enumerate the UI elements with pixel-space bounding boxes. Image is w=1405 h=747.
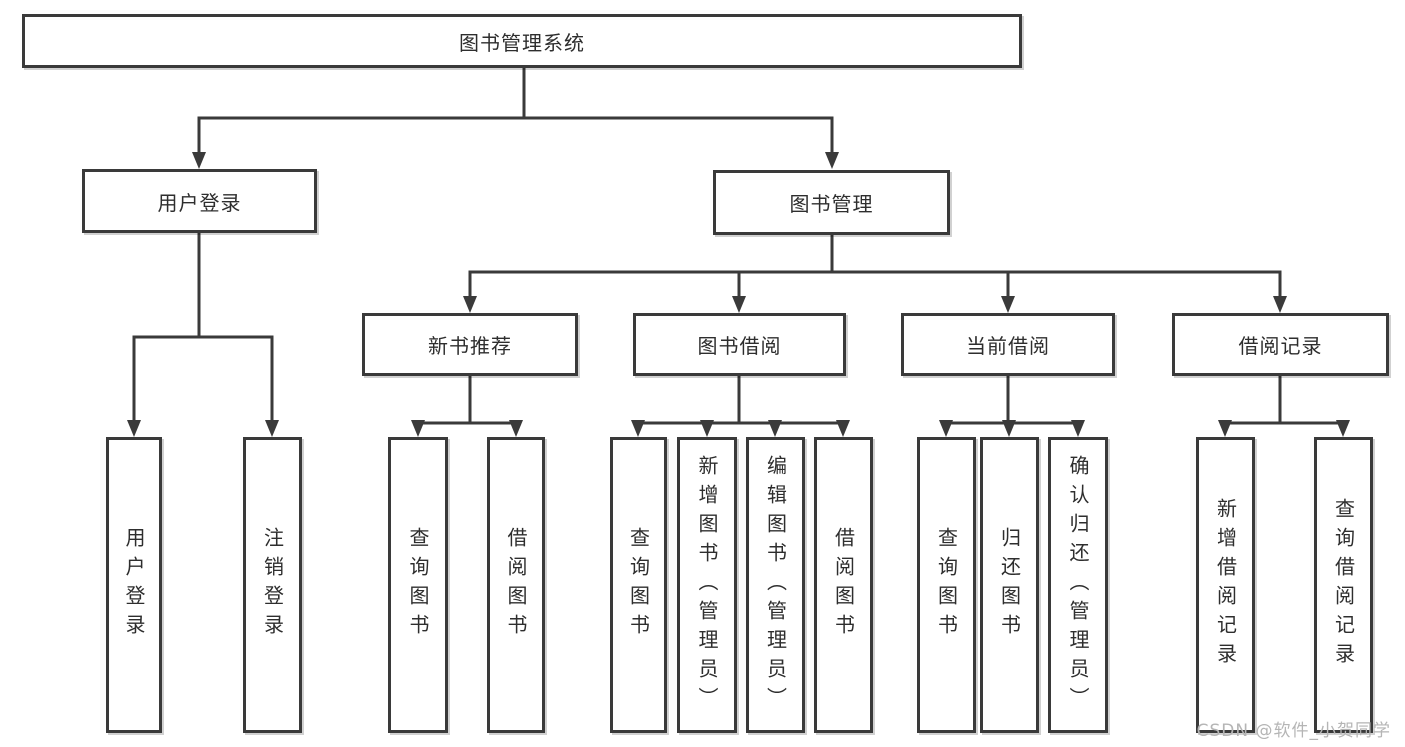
node-label: 新书推荐	[428, 334, 512, 358]
node-system-root: 图书管理系统	[22, 14, 1022, 68]
node-book-management-module: 图书管理	[713, 170, 950, 235]
node-book-borrowing: 图书借阅	[633, 313, 846, 376]
node-leaf-query-books-borrowing: 查询图书	[610, 437, 667, 733]
node-label: 新增图书（管理员）	[695, 454, 719, 716]
node-label: 用户登录	[157, 190, 242, 215]
node-leaf-edit-book-admin: 编辑图书（管理员）	[746, 437, 805, 733]
node-label: 查询图书	[406, 527, 430, 643]
node-label: 注销登录	[260, 527, 285, 643]
node-leaf-borrow-book: 借阅图书	[814, 437, 873, 733]
node-label: 图书借阅	[697, 334, 782, 358]
node-label: 查询图书	[934, 527, 959, 643]
node-label: 借阅图书	[831, 527, 856, 643]
node-leaf-query-books-recommend: 查询图书	[388, 437, 448, 733]
node-leaf-confirm-return-admin: 确认归还（管理员）	[1048, 437, 1108, 733]
node-leaf-query-borrow-record: 查询借阅记录	[1314, 437, 1373, 733]
csdn-watermark: CSDN @软件_小贺同学	[1196, 721, 1391, 741]
node-leaf-query-books-current: 查询图书	[917, 437, 976, 733]
node-borrow-records: 借阅记录	[1172, 313, 1389, 376]
node-label: 查询图书	[626, 527, 651, 643]
node-leaf-user-login: 用户登录	[106, 437, 162, 733]
node-leaf-borrow-books-recommend: 借阅图书	[487, 437, 545, 733]
node-label: 归还图书	[997, 527, 1022, 643]
node-current-borrowing: 当前借阅	[901, 313, 1115, 376]
node-label: 确认归还（管理员）	[1066, 454, 1090, 716]
node-label: 图书管理	[789, 192, 874, 216]
node-new-book-recommend: 新书推荐	[362, 313, 578, 376]
node-label: 用户登录	[122, 527, 146, 643]
node-label: 编辑图书（管理员）	[763, 454, 788, 716]
node-label: 借阅记录	[1238, 334, 1323, 358]
node-label: 查询借阅记录	[1331, 498, 1356, 672]
node-label: 图书管理系统	[459, 30, 585, 55]
node-label: 借阅图书	[504, 527, 528, 643]
node-leaf-add-borrow-record: 新增借阅记录	[1196, 437, 1255, 733]
node-leaf-add-book-admin: 新增图书（管理员）	[677, 437, 737, 733]
node-label: 当前借阅	[966, 334, 1050, 358]
node-user-login-module: 用户登录	[82, 169, 317, 233]
node-leaf-return-book: 归还图书	[980, 437, 1039, 733]
node-leaf-logout: 注销登录	[243, 437, 302, 733]
node-label: 新增借阅记录	[1213, 498, 1238, 672]
